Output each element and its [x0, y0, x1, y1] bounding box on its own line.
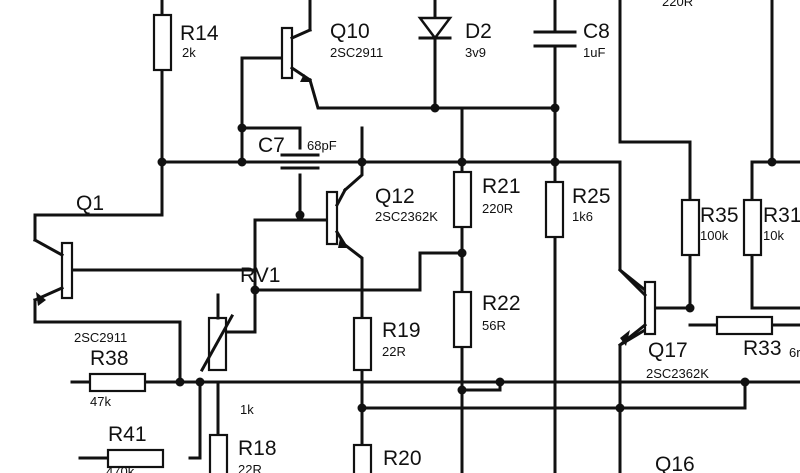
- c7-capacitor: [280, 153, 320, 170]
- q12-ref: Q12: [375, 185, 415, 208]
- r38-value: 47k: [90, 394, 111, 409]
- r41-body: [106, 448, 165, 469]
- c7-value: 68pF: [307, 138, 337, 153]
- r31-value: 10k: [763, 228, 784, 243]
- r41-ref: R41: [108, 423, 147, 446]
- r35-value: 100k: [700, 228, 729, 243]
- r33-ref: R33: [743, 337, 782, 360]
- c8-capacitor: [533, 30, 577, 48]
- r33-body: [715, 315, 774, 336]
- r20-body: [352, 443, 373, 473]
- r21-value: 220R: [482, 201, 513, 216]
- q1-value: 2SC2911: [74, 330, 127, 345]
- r25-body: [544, 180, 565, 239]
- q17-transistor: [617, 267, 657, 348]
- q1-transistor: [32, 237, 74, 306]
- r21-ref: R21: [482, 175, 521, 198]
- junction-dots: [157, 103, 777, 413]
- r19-body: [352, 316, 373, 372]
- c7-ref: C7: [258, 134, 285, 157]
- r14-value: 2k: [182, 45, 196, 60]
- r22-ref: R22: [482, 292, 521, 315]
- r19-ref: R19: [382, 319, 421, 342]
- r18-value: 22R: [238, 462, 262, 473]
- q10-ref: Q10: [330, 20, 370, 43]
- q12-value: 2SC2362K: [375, 209, 438, 224]
- r22-body: [452, 290, 473, 349]
- r33-value: 6r: [789, 345, 800, 360]
- d2-diode: [417, 16, 453, 41]
- r18-ref: R18: [238, 437, 277, 460]
- q10-transistor: [280, 26, 313, 83]
- d2-ref: D2: [465, 20, 492, 43]
- r14-ref: R14: [180, 22, 219, 45]
- q17-ref: Q17: [648, 339, 688, 362]
- r18-body: [208, 433, 229, 473]
- d2-value: 3v9: [465, 45, 486, 60]
- c8-ref: C8: [583, 20, 610, 43]
- r38-ref: R38: [90, 347, 129, 370]
- r35-body: [680, 198, 701, 257]
- r38-body: [88, 372, 147, 393]
- r25-ref: R25: [572, 185, 611, 208]
- r41-value: 470k: [106, 464, 135, 473]
- r22-value: 56R: [482, 318, 506, 333]
- r19-value: 22R: [382, 344, 406, 359]
- q12-transistor: [325, 187, 350, 248]
- q16-ref: Q16: [655, 453, 695, 473]
- r31-ref: R31: [763, 204, 800, 227]
- rv1-ref: RV1: [240, 264, 280, 287]
- r20-ref: R20: [383, 447, 422, 470]
- r14-body: [152, 13, 173, 72]
- r35-ref: R35: [700, 204, 739, 227]
- q10-value: 2SC2911: [330, 45, 383, 60]
- rv1-potentiometer: [199, 293, 235, 373]
- r31-body: [742, 198, 763, 257]
- r25-value: 1k6: [572, 209, 593, 224]
- r21-body: [452, 170, 473, 229]
- q1-ref: Q1: [76, 192, 104, 215]
- q17-value: 2SC2362K: [646, 366, 709, 381]
- rv1-value: 1k: [240, 402, 254, 417]
- c8-value: 1uF: [583, 45, 605, 60]
- top-partial-value: 220R: [662, 0, 693, 9]
